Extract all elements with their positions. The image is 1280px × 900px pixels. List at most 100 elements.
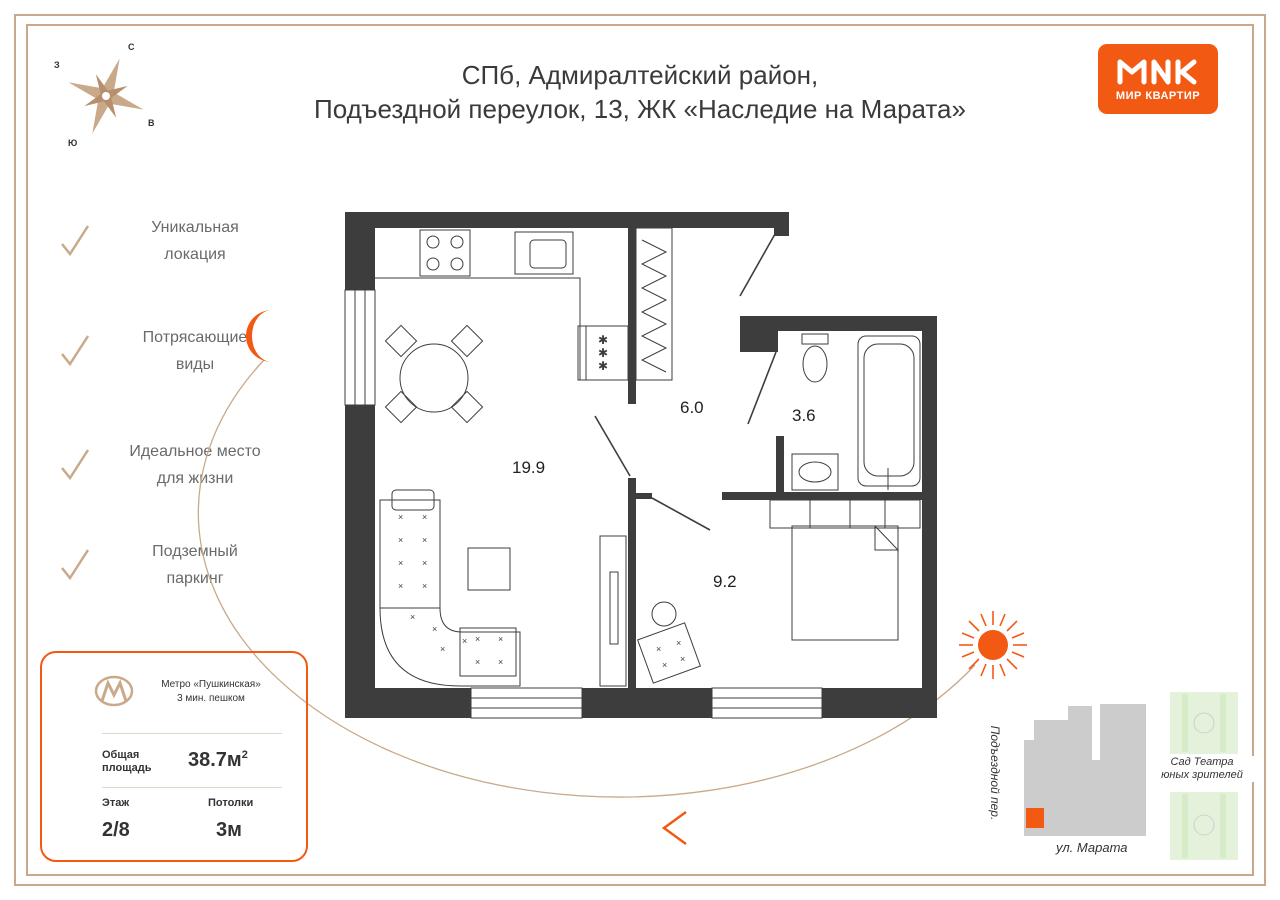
oven-marks: ✱✱✱ [598, 333, 608, 373]
page-title: СПб, Адмиралтейский район, Подъездной пе… [280, 58, 1000, 126]
feature-item: Потрясающие виды [60, 324, 300, 384]
title-line-1: СПб, Адмиралтейский район, [461, 60, 819, 90]
sofa [379, 489, 521, 687]
svg-text:✱: ✱ [598, 359, 608, 373]
wardrobe [635, 227, 673, 381]
svg-text:✱: ✱ [598, 346, 608, 360]
garden-label-line-2: юных зрителей [1161, 769, 1243, 781]
moon-icon [246, 310, 272, 362]
area-label-line-1: Общая [102, 749, 140, 761]
compass-rose: С З В Ю [54, 40, 164, 150]
info-card: Метро «Пушкинская» 3 мин. пешком Общая п… [40, 651, 308, 862]
garden-label-line-1: Сад Театра [1170, 756, 1234, 768]
svg-text:×: × [680, 654, 685, 664]
compass-east: В [148, 118, 155, 128]
feature-item: Идеальное место для жизни [60, 438, 300, 498]
svg-text:×: × [462, 636, 467, 646]
ceiling-label: Потолки [208, 797, 254, 809]
check-icon [61, 225, 90, 257]
svg-text:×: × [432, 624, 437, 634]
feature-item: Уникальная локация [60, 214, 300, 274]
metro-icon [94, 675, 134, 707]
outer-frame [14, 14, 1266, 886]
brand-logo: МИР КВАРТИР [1098, 44, 1218, 114]
location-map [1024, 692, 1238, 860]
living-furniture [467, 535, 627, 687]
area-unit-sup: 2 [241, 749, 248, 761]
feature-line: Уникальная [151, 219, 239, 236]
room-area-bath: 3.6 [792, 406, 816, 425]
check-icon [61, 449, 90, 481]
metro-walk-time: 3 мин. пешком [177, 693, 245, 704]
room-area-living: 19.9 [512, 458, 546, 477]
divider [102, 787, 282, 788]
area-label: Общая площадь [102, 749, 151, 775]
compass-icon [68, 58, 144, 134]
svg-text:×: × [398, 581, 403, 591]
area-label-line-2: площадь [102, 762, 152, 774]
check-icon [61, 335, 90, 367]
armchair [637, 601, 701, 684]
svg-text:×: × [422, 535, 427, 545]
svg-text:×: × [440, 644, 445, 654]
compass-north: С [128, 42, 135, 52]
kitchen [375, 229, 629, 381]
svg-text:×: × [498, 634, 503, 644]
building-highlight [1026, 808, 1044, 828]
windows [344, 289, 823, 719]
feature-line: паркинг [166, 570, 224, 587]
metro-name: Метро «Пушкинская» [161, 679, 261, 690]
svg-text:×: × [475, 634, 480, 644]
floor-value: 2/8 [102, 819, 130, 841]
total-area-value: 38.7м2 [188, 749, 248, 772]
floor-label: Этаж [102, 797, 130, 809]
garden-block-1 [1170, 692, 1238, 754]
svg-text:×: × [422, 558, 427, 568]
check-icon [61, 549, 90, 581]
room-area-bedroom: 9.2 [713, 572, 737, 591]
svg-text:×: × [676, 638, 681, 648]
feature-line: Идеальное место [129, 443, 261, 460]
compass-south: Ю [68, 138, 78, 148]
svg-text:×: × [422, 512, 427, 522]
svg-text:×: × [662, 660, 667, 670]
building-block [1024, 704, 1146, 836]
svg-text:×: × [398, 558, 403, 568]
svg-text:×: × [656, 644, 661, 654]
title-line-2: Подъездной переулок, 13, ЖК «Наследие на… [314, 94, 966, 124]
street-label-side: Подъездной пер. [988, 725, 1002, 821]
walls [345, 212, 937, 718]
inner-frame [26, 24, 1254, 876]
doors [594, 233, 777, 531]
feature-line: виды [175, 356, 215, 373]
dining-table [384, 324, 484, 424]
bathroom-fixtures [791, 333, 921, 491]
arc-arrow-icon [661, 810, 687, 846]
bed [769, 499, 921, 641]
svg-text:×: × [398, 535, 403, 545]
divider [102, 733, 282, 734]
compass-west: З [54, 60, 60, 70]
brand-mark-icon [1117, 59, 1197, 85]
svg-text:×: × [422, 581, 427, 591]
sun-path-arc [197, 359, 976, 798]
feature-line: Подземный [152, 543, 238, 560]
garden-label: Сад Театра юных зрителей [1150, 756, 1254, 782]
feature-line: Потрясающие [142, 329, 248, 346]
feature-line: для жизни [156, 470, 234, 487]
garden-block-2 [1170, 792, 1238, 860]
sofa-stitches: ×× ×× ×× ×× ×× ×× ×× ×× [398, 512, 503, 667]
brand-name: МИР КВАРТИР [1115, 90, 1201, 102]
svg-text:×: × [398, 512, 403, 522]
svg-text:×: × [498, 657, 503, 667]
ceiling-value: 3м [216, 819, 242, 841]
sun-icon [959, 611, 1027, 679]
room-area-hall: 6.0 [680, 398, 704, 417]
svg-text:×: × [475, 657, 480, 667]
feature-item: Подземный паркинг [60, 538, 300, 598]
svg-text:×: × [410, 612, 415, 622]
feature-line: локация [164, 246, 226, 263]
floor-plan: ✱✱✱ ×× ×× ×× ×× ×× ×× ×× ×× [344, 212, 937, 719]
